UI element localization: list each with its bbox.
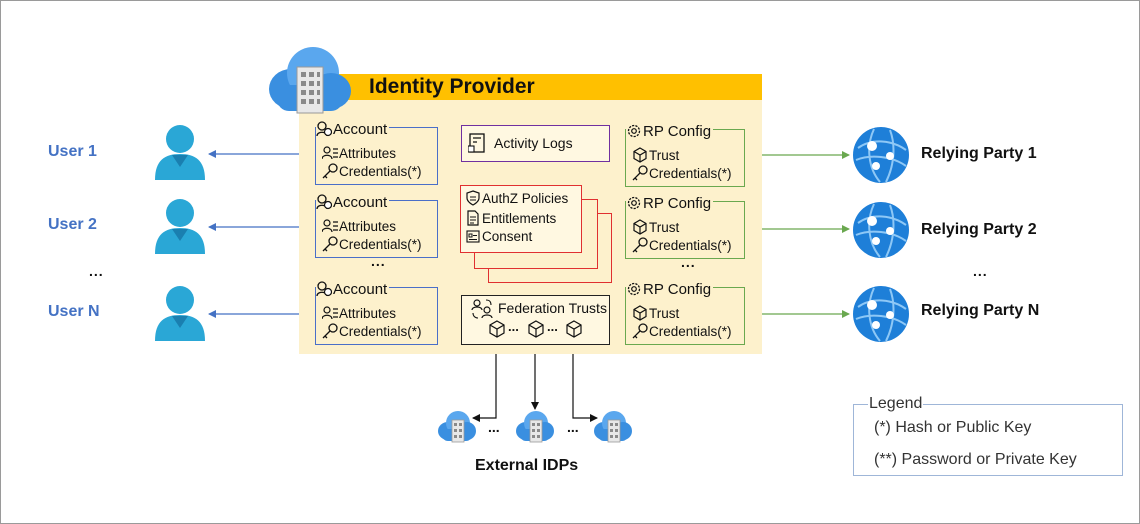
identity-provider-cloud-icon [269,47,351,114]
rp-configs-ellipsis: ... [681,254,696,270]
arrow-ext-idp-3 [572,334,598,422]
rp-config-title: RP Config [643,123,712,140]
rp-config-credentials: Credentials(*) [649,324,732,339]
rp-config-box-1: RP Config Trust Credentials(*) [625,123,745,187]
user-1-icon [155,125,205,180]
federation-ellipsis-1: ... [508,319,519,334]
relying-parties-ellipsis: ... [973,263,988,279]
attributes-icon [322,218,338,234]
user-2-icon [155,199,205,254]
log-icon [468,133,485,153]
account-title: Account [333,194,388,211]
account-box-3: Account Attributes Credentials(*) [315,281,438,345]
cube-icon [632,305,648,321]
gear-icon [626,195,642,211]
entitlements-label: Entitlements [482,211,557,226]
user-n-icon [155,286,205,341]
legend-item-hash: (*) Hash or Public Key [874,419,1032,436]
rp-config-title: RP Config [643,281,712,298]
relying-party-n-label: Relying Party N [921,302,1040,319]
cube-icon [632,219,648,235]
account-icon [316,194,332,210]
key-icon [632,165,648,181]
relying-party-1-globe-icon [853,127,909,183]
users-ellipsis: ... [89,263,104,279]
account-box-2: Account Attributes Credentials(*) [315,194,438,258]
attributes-icon [322,145,338,161]
account-icon [316,281,332,297]
external-idps-label: External IDPs [475,457,579,474]
account-attributes: Attributes [339,219,397,234]
federation-icon [471,299,493,319]
account-credentials: Credentials(*) [339,324,422,339]
user-1-label: User 1 [48,143,97,160]
legend-item-password: (**) Password or Private Key [874,451,1077,468]
cube-icon [566,320,582,338]
authz-policies-label: AuthZ Policies [482,191,569,206]
rp-config-trust: Trust [649,148,680,163]
document-icon [465,210,481,226]
activity-logs-box: Activity Logs [461,125,610,162]
rp-config-credentials: Credentials(*) [649,238,732,253]
identity-provider-header-bar [299,74,762,100]
rp-config-title: RP Config [643,195,712,212]
attributes-icon [322,305,338,321]
key-icon [632,323,648,339]
account-box-1: Account Attributes Credentials(*) [315,121,438,185]
activity-logs-label: Activity Logs [494,135,573,151]
cube-icon [489,320,505,338]
accounts-ellipsis: ... [371,253,386,269]
account-icon [316,121,332,137]
relying-party-1-label: Relying Party 1 [921,145,1037,162]
arrow-ext-idp-1 [472,334,497,422]
consent-icon [465,228,481,244]
legend-title: Legend [868,395,924,413]
consent-label: Consent [482,229,533,244]
gear-icon [626,123,642,139]
account-attributes: Attributes [339,306,397,321]
federation-ellipsis-2: ... [547,319,558,334]
external-idp-cloud-icon [516,411,554,443]
rp-config-trust: Trust [649,306,680,321]
federation-trusts-box: Federation Trusts ... ... [461,295,610,345]
account-title: Account [333,121,388,138]
rp-config-trust: Trust [649,220,680,235]
gear-icon [626,281,642,297]
key-icon [322,236,338,252]
external-idp-ellipsis-2: ... [567,419,579,435]
account-credentials: Credentials(*) [339,164,422,179]
user-2-label: User 2 [48,216,97,233]
relying-party-n-globe-icon [853,286,909,342]
external-idp-cloud-icon [594,411,632,443]
shield-icon [465,190,481,206]
external-idp-cloud-icon [438,411,476,443]
account-attributes: Attributes [339,146,397,161]
key-icon [322,163,338,179]
authz-policies-box: AuthZ Policies Entitlements Consent [460,185,582,253]
federation-trusts-label: Federation Trusts [498,300,607,316]
external-idp-ellipsis-1: ... [488,419,500,435]
relying-party-2-label: Relying Party 2 [921,221,1037,238]
user-n-label: User N [48,303,100,320]
account-credentials: Credentials(*) [339,237,422,252]
relying-party-2-globe-icon [853,202,909,258]
identity-provider-title: Identity Provider [369,75,535,98]
cube-icon [632,147,648,163]
cube-icon [528,320,544,338]
rp-config-box-2: RP Config Trust Credentials(*) [625,195,745,259]
rp-config-box-3: RP Config Trust Credentials(*) [625,281,745,345]
legend-box: Legend (*) Hash or Public Key (**) Passw… [853,395,1123,476]
key-icon [322,323,338,339]
account-title: Account [333,281,388,298]
rp-config-credentials: Credentials(*) [649,166,732,181]
key-icon [632,237,648,253]
